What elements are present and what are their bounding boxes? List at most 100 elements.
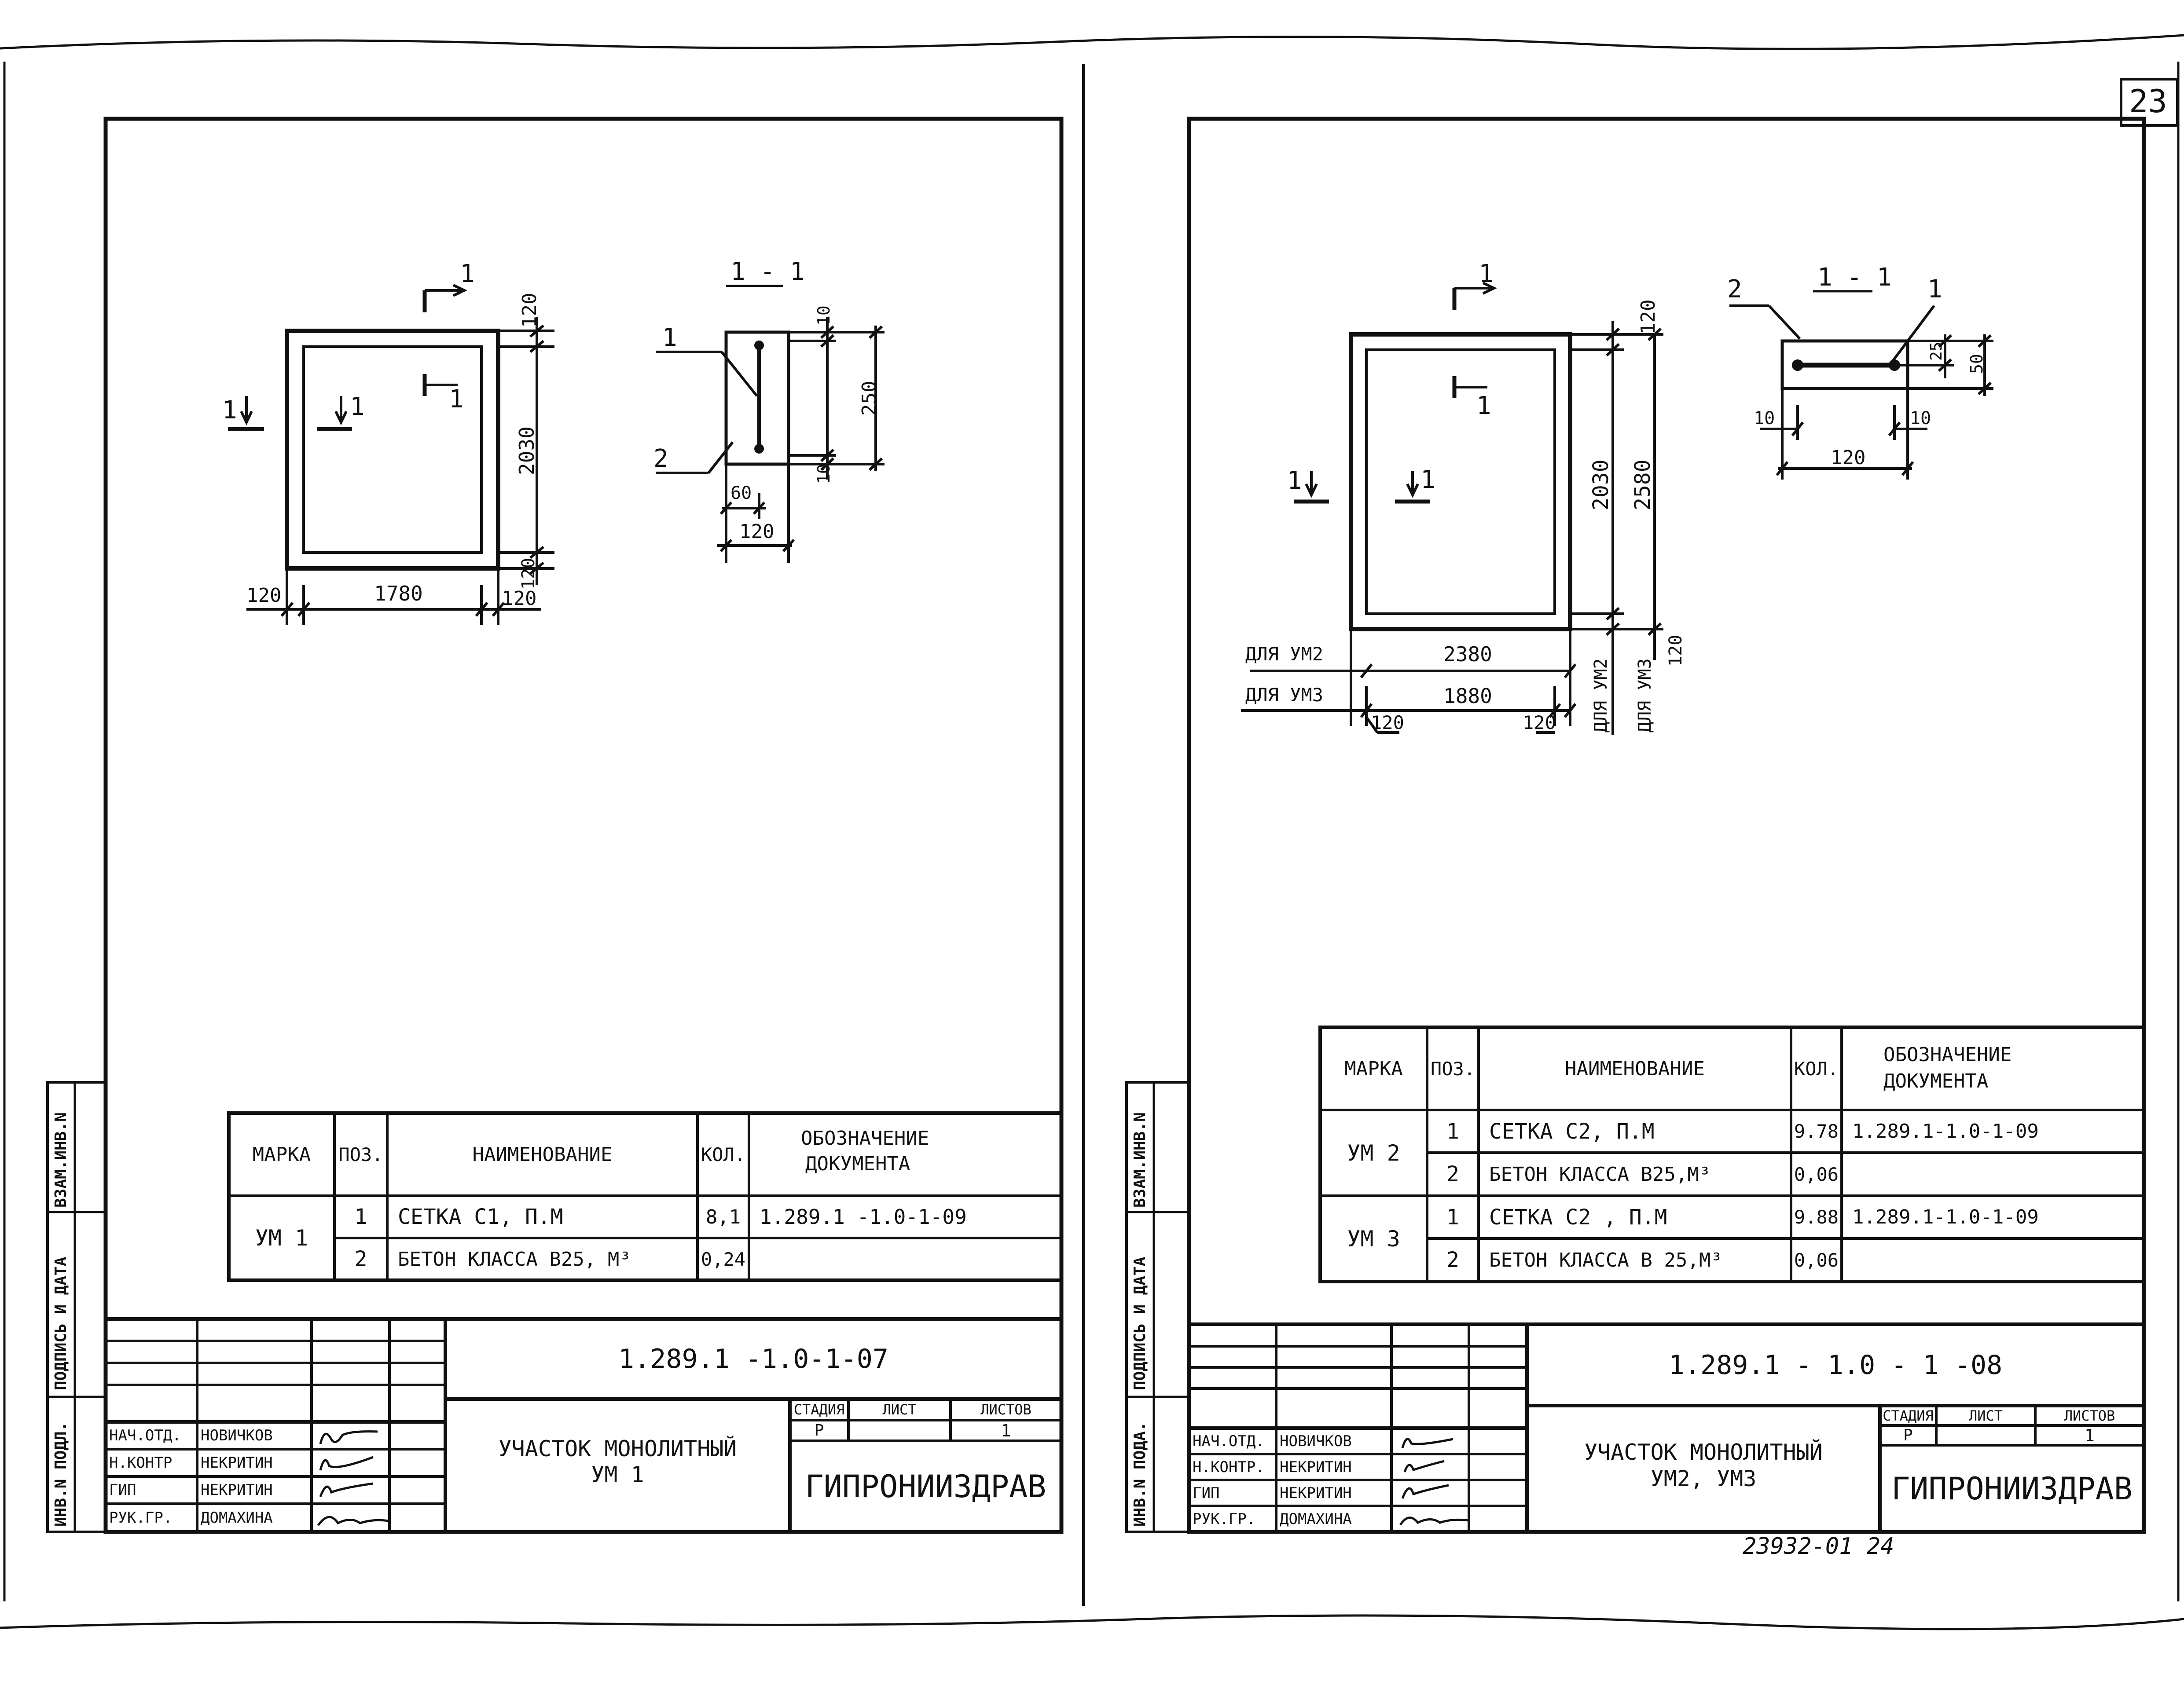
left-sec-dim-60: 60 <box>730 483 752 503</box>
right-note-um2-vert: ДЛЯ УМ2 <box>1591 658 1611 733</box>
right-spec-um2-row1-name: СЕТКА С2, П.М <box>1489 1119 1655 1144</box>
right-spec-um3-row2-name: БЕТОН КЛАССА В 25,М³ <box>1489 1249 1722 1271</box>
stamp-vzam-right: ВЗАМ.ИНВ.N <box>1131 1112 1149 1208</box>
left-section <box>656 285 885 563</box>
right-sec-dim-50: 50 <box>1967 354 1986 374</box>
right-sec-dim-25: 25 <box>1927 341 1945 361</box>
left-dim-1780: 1780 <box>374 582 423 605</box>
right-staff-name-2: НЕКРИТИН <box>1280 1458 1352 1476</box>
left-spec-row2-pos: 2 <box>354 1247 367 1271</box>
right-spec-um2-row1-pos: 1 <box>1446 1119 1459 1144</box>
stamp-podpis: ПОДПИСЬ И ДАТА <box>52 1256 70 1390</box>
left-plan <box>228 284 554 625</box>
left-stage-header: СТАДИЯ <box>793 1401 845 1418</box>
right-dim-2580: 2580 <box>1630 459 1655 510</box>
left-staff-name-4: ДОМАХИНА <box>201 1509 273 1527</box>
left-sec-dim-120: 120 <box>739 520 774 543</box>
left-spec-header-marka: МАРКА <box>252 1143 311 1166</box>
left-section-mark-inner: 1 <box>449 385 464 414</box>
left-section-mark-outer-left: 1 <box>222 396 237 425</box>
left-doc-code: 1.289.1 -1.0-1-07 <box>618 1344 889 1374</box>
right-staff-role-2: Н.КОНТР. <box>1193 1458 1265 1476</box>
left-spec-header-name: НАИМЕНОВАНИЕ <box>472 1143 613 1166</box>
right-sec-dim-120: 120 <box>1831 447 1866 469</box>
right-section-mark-inner: 1 <box>1476 392 1491 420</box>
right-spec-um2-row1-qty: 9.78 <box>1794 1121 1839 1142</box>
left-spec-header-qty: КОЛ. <box>701 1143 746 1165</box>
left-section-mark-top: 1 <box>460 260 475 288</box>
right-sec-dim-10-right: 10 <box>1910 408 1931 429</box>
stamp-vzam: ВЗАМ.ИНВ.N <box>52 1112 70 1208</box>
stamp-inv-podl: ИНВ.N ПОДЛ. <box>52 1421 70 1527</box>
right-callout-2: 2 <box>1727 275 1742 304</box>
right-dim-2380: 2380 <box>1443 642 1492 666</box>
left-spec-header-doc2: ДОКУМЕНТА <box>805 1153 910 1175</box>
right-dim-120-br: 120 <box>1523 712 1556 733</box>
right-spec-um3-row1-name: СЕТКА С2 , П.М <box>1489 1205 1667 1230</box>
left-spec-row1-qty: 8,1 <box>705 1205 741 1228</box>
right-stage-value: Р <box>1903 1426 1913 1444</box>
left-staff-role-3: ГИП <box>109 1481 136 1499</box>
right-staff-role-3: ГИП <box>1193 1484 1220 1502</box>
left-signatures <box>317 1430 389 1526</box>
left-spec-row2-qty: 0,24 <box>701 1248 746 1270</box>
left-title-line2: УМ 1 <box>591 1462 644 1487</box>
right-section-mark-outer-left: 1 <box>1287 466 1302 495</box>
right-dim-1880: 1880 <box>1443 684 1492 708</box>
right-spec-um3-row2-qty: 0,06 <box>1794 1249 1839 1271</box>
right-section-mark-inner-left: 1 <box>1421 465 1435 494</box>
left-title-line1: УЧАСТОК МОНОЛИТНЫЙ <box>498 1436 737 1462</box>
right-spec-header-qty: КОЛ. <box>1794 1058 1839 1080</box>
right-spec-header-name: НАИМЕНОВАНИЕ <box>1565 1057 1705 1080</box>
right-sec-dim-10-left: 10 <box>1754 408 1775 429</box>
left-section-title: 1 - 1 <box>730 257 805 286</box>
right-stage-header: СТАДИЯ <box>1883 1407 1934 1424</box>
right-spec-header-doc2: ДОКУМЕНТА <box>1883 1070 1989 1092</box>
right-plan <box>1241 282 1663 735</box>
right-staff-role-1: НАЧ.ОТД. <box>1193 1432 1265 1450</box>
right-spec-um2-row2-pos: 2 <box>1446 1162 1459 1187</box>
right-spec-mark-um3: УМ 3 <box>1347 1226 1400 1252</box>
right-spec-header-doc1: ОБОЗНАЧЕНИЕ <box>1883 1044 2012 1066</box>
right-dim-120-side: 120 <box>1666 634 1686 667</box>
left-spec-row2-name: БЕТОН КЛАССА В25, М³ <box>398 1248 631 1271</box>
left-staff-name-1: НОВИЧКОВ <box>201 1427 273 1444</box>
page-number: 23 <box>2129 83 2167 120</box>
right-section <box>1729 290 1993 480</box>
left-staff-name-2: НЕКРИТИН <box>201 1454 273 1472</box>
left-spec-row1-name: СЕТКА С1, П.М <box>398 1205 563 1229</box>
left-spec-row1-pos: 1 <box>354 1205 367 1229</box>
right-section-title: 1 - 1 <box>1817 263 1892 292</box>
right-signatures <box>1399 1438 1469 1526</box>
right-sheets-value: 1 <box>2085 1425 2095 1445</box>
right-staff-name-1: НОВИЧКОВ <box>1280 1432 1352 1450</box>
right-note-um3: ДЛЯ УМ3 <box>1245 684 1324 706</box>
left-callout-1: 1 <box>662 323 677 352</box>
left-sheets-value: 1 <box>1001 1421 1011 1440</box>
footer-archive-code: 23932-01 24 <box>1743 1533 1894 1560</box>
right-staff-name-4: ДОМАХИНА <box>1280 1510 1352 1528</box>
right-spec-um2-row2-qty: 0,06 <box>1794 1163 1839 1185</box>
left-sheets-header: ЛИСТОВ <box>980 1401 1031 1418</box>
left-dim-120-right: 120 <box>502 587 537 610</box>
left-sec-dim-10-top: 10 <box>814 305 833 326</box>
right-staff-name-3: НЕКРИТИН <box>1280 1484 1352 1502</box>
right-sheets-header: ЛИСТОВ <box>2064 1407 2115 1424</box>
right-spec-header-marka: МАРКА <box>1344 1057 1403 1080</box>
right-spec-mark-um2: УМ 2 <box>1347 1140 1400 1166</box>
right-note-um2: ДЛЯ УМ2 <box>1245 643 1324 665</box>
left-staff-role-2: Н.КОНТР <box>109 1454 173 1472</box>
left-spec-mark: УМ 1 <box>255 1225 308 1251</box>
right-doc-code: 1.289.1 - 1.0 - 1 -08 <box>1668 1349 2003 1381</box>
left-spec-header-poz: ПОЗ. <box>338 1143 383 1165</box>
left-dim-120-top: 120 <box>518 293 541 328</box>
left-sec-dim-10-bottom: 10 <box>814 464 833 484</box>
left-section-mark-inner-left: 1 <box>350 392 365 421</box>
right-spec-um3-row2-pos: 2 <box>1446 1248 1459 1272</box>
right-dim-120-top: 120 <box>1637 299 1659 334</box>
right-title-line2: УМ2, УМ3 <box>1650 1466 1757 1491</box>
right-spec-header-poz: ПОЗ. <box>1430 1058 1476 1080</box>
left-dim-2030: 2030 <box>515 426 539 475</box>
right-section-mark-top: 1 <box>1479 260 1494 288</box>
